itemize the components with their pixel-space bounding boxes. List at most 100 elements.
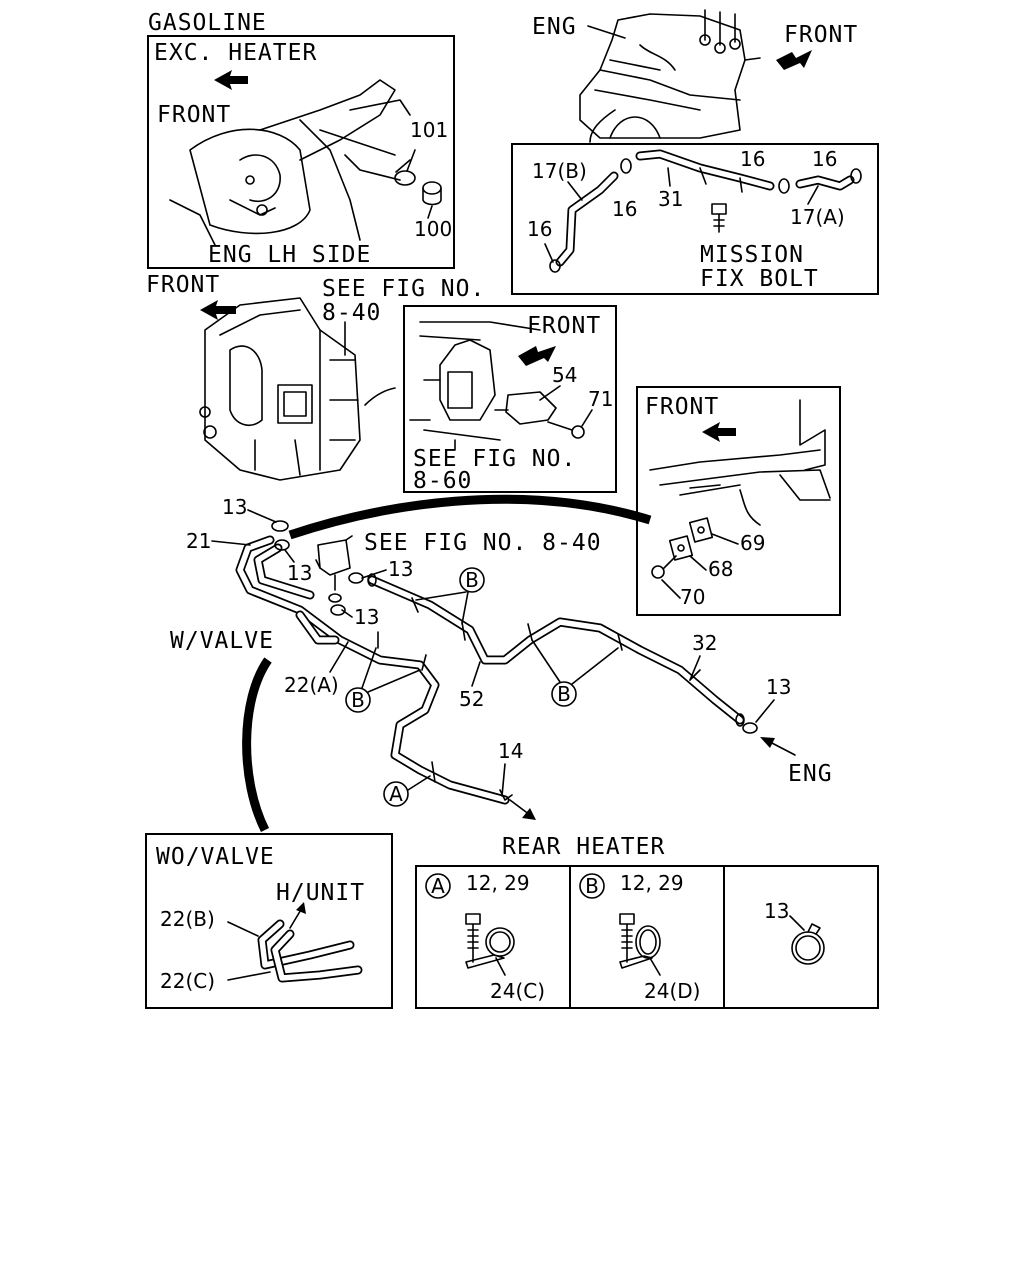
leader-22c (227, 971, 271, 981)
main-front-arrow (200, 300, 236, 320)
fig860-see-fig-line1: SEE FIG NO. (413, 446, 576, 472)
leader-54 (539, 385, 561, 401)
leader-13-e (755, 699, 775, 723)
see-fig-840-line2: 8-40 (322, 300, 381, 326)
w-valve-label: W/VALVE (170, 628, 274, 654)
panel-a: A 12, 29 24(C) (425, 871, 545, 1003)
engine-detail-frame (511, 143, 879, 295)
panel-a-callout-top: 12, 29 (466, 871, 530, 895)
gasoline-label: GASOLINE (148, 10, 267, 36)
engine-front-arrow (776, 50, 812, 70)
rear-heater-frame (415, 865, 879, 1009)
engine-detail-pipes (549, 149, 862, 273)
callout-70: 70 (680, 585, 705, 609)
clip-b-callout-3: B (531, 639, 619, 707)
rear-heater-title: REAR HEATER (502, 834, 665, 860)
leader-13-a (247, 509, 277, 523)
callout-52: 52 (459, 687, 484, 711)
fig860-frame (403, 305, 617, 493)
clip-a-callout-1: A (383, 775, 431, 807)
callout-17b: 17(B) (532, 159, 587, 183)
leader-71 (581, 409, 593, 427)
leader-69 (711, 533, 739, 545)
wo-valve-title: WO/VALVE (156, 844, 275, 870)
clip-b-callout-1: B (415, 567, 485, 625)
exc-heater-frame (147, 35, 455, 269)
hose-clamp-101 (394, 149, 416, 186)
leader-13-c (361, 569, 387, 579)
callout-21: 21 (186, 529, 211, 553)
leader-16-d (544, 243, 554, 263)
mission-fix-bolt (711, 203, 727, 233)
callout-22b: 22(B) (160, 907, 215, 931)
panel-b: B 12, 29 24(D) (579, 871, 700, 1003)
bracket-69 (688, 517, 714, 543)
panel-b-letter: B (585, 874, 599, 898)
svg-text:A: A (389, 782, 403, 806)
leader-52 (471, 661, 481, 687)
fig860-see-fig-line2: 8-60 (413, 468, 472, 494)
floor-inset-frame (636, 386, 841, 616)
engine-front-label: FRONT (784, 22, 858, 48)
main-clamps (271, 520, 758, 783)
callout-13-b: 13 (287, 561, 312, 585)
panel-b-callout-bottom: 24(D) (644, 979, 700, 1003)
leader-32 (689, 655, 701, 681)
main-pipe-network (235, 535, 745, 805)
floor-inset-front-label: FRONT (645, 394, 719, 420)
engine-inset-pointer (589, 109, 616, 143)
rear-heater-arrowhead (522, 808, 536, 820)
callout-69: 69 (740, 531, 765, 555)
clip-b-callout-2: B (345, 647, 421, 713)
main-front-label: FRONT (146, 272, 220, 298)
wo-valve-frame (145, 833, 393, 1009)
fix-bolt-label: FIX BOLT (700, 266, 819, 292)
callout-13-a: 13 (222, 495, 247, 519)
leader-14 (501, 763, 506, 797)
panel-a-letter: A (431, 874, 445, 898)
leader-70 (661, 579, 681, 599)
floor-inset-front-arrow (702, 422, 736, 442)
leader-17a (807, 185, 819, 205)
callout-54: 54 (552, 363, 577, 387)
callout-16-c: 16 (812, 147, 837, 171)
exc-heater-front-arrow (214, 70, 248, 90)
callout-100: 100 (414, 217, 452, 241)
eng-arrow-line (769, 741, 796, 756)
svg-text:B: B (351, 688, 365, 712)
callout-16-b: 16 (740, 147, 765, 171)
connector-to-floor-inset (288, 494, 652, 540)
wo-valve-pipes (257, 919, 363, 983)
leader-13-b (284, 549, 295, 563)
engine-lh-side-sketch (169, 79, 411, 246)
callout-13-c: 13 (388, 557, 413, 581)
leader-13-d (341, 609, 353, 618)
callout-101: 101 (410, 118, 448, 142)
bracket-68 (668, 535, 694, 561)
mission-label: MISSION (700, 242, 804, 268)
eng-leader (587, 25, 626, 39)
engine-block-sketch (579, 9, 761, 139)
main-valve (315, 535, 353, 603)
panel-c: 13 (764, 899, 825, 965)
callout-13-e: 13 (766, 675, 791, 699)
exc-heater-title: EXC. HEATER (154, 40, 317, 66)
leader-21 (211, 540, 251, 546)
callout-17a: 17(A) (790, 205, 845, 229)
leader-31 (667, 167, 671, 187)
callout-16-a: 16 (612, 197, 637, 221)
fig860-sketch (409, 321, 585, 441)
svg-text:B: B (465, 568, 479, 592)
callout-14: 14 (498, 739, 523, 763)
main-eng-label: ENG (788, 761, 833, 787)
h-unit-label: H/UNIT (276, 880, 365, 906)
leader-22b (227, 921, 259, 937)
callout-68: 68 (708, 557, 733, 581)
fig860-front-arrow (518, 346, 556, 366)
fig860-front-label: FRONT (527, 313, 601, 339)
plug-100 (422, 181, 442, 219)
panel-b-callout-top: 12, 29 (620, 871, 684, 895)
leader-22a (329, 641, 349, 673)
